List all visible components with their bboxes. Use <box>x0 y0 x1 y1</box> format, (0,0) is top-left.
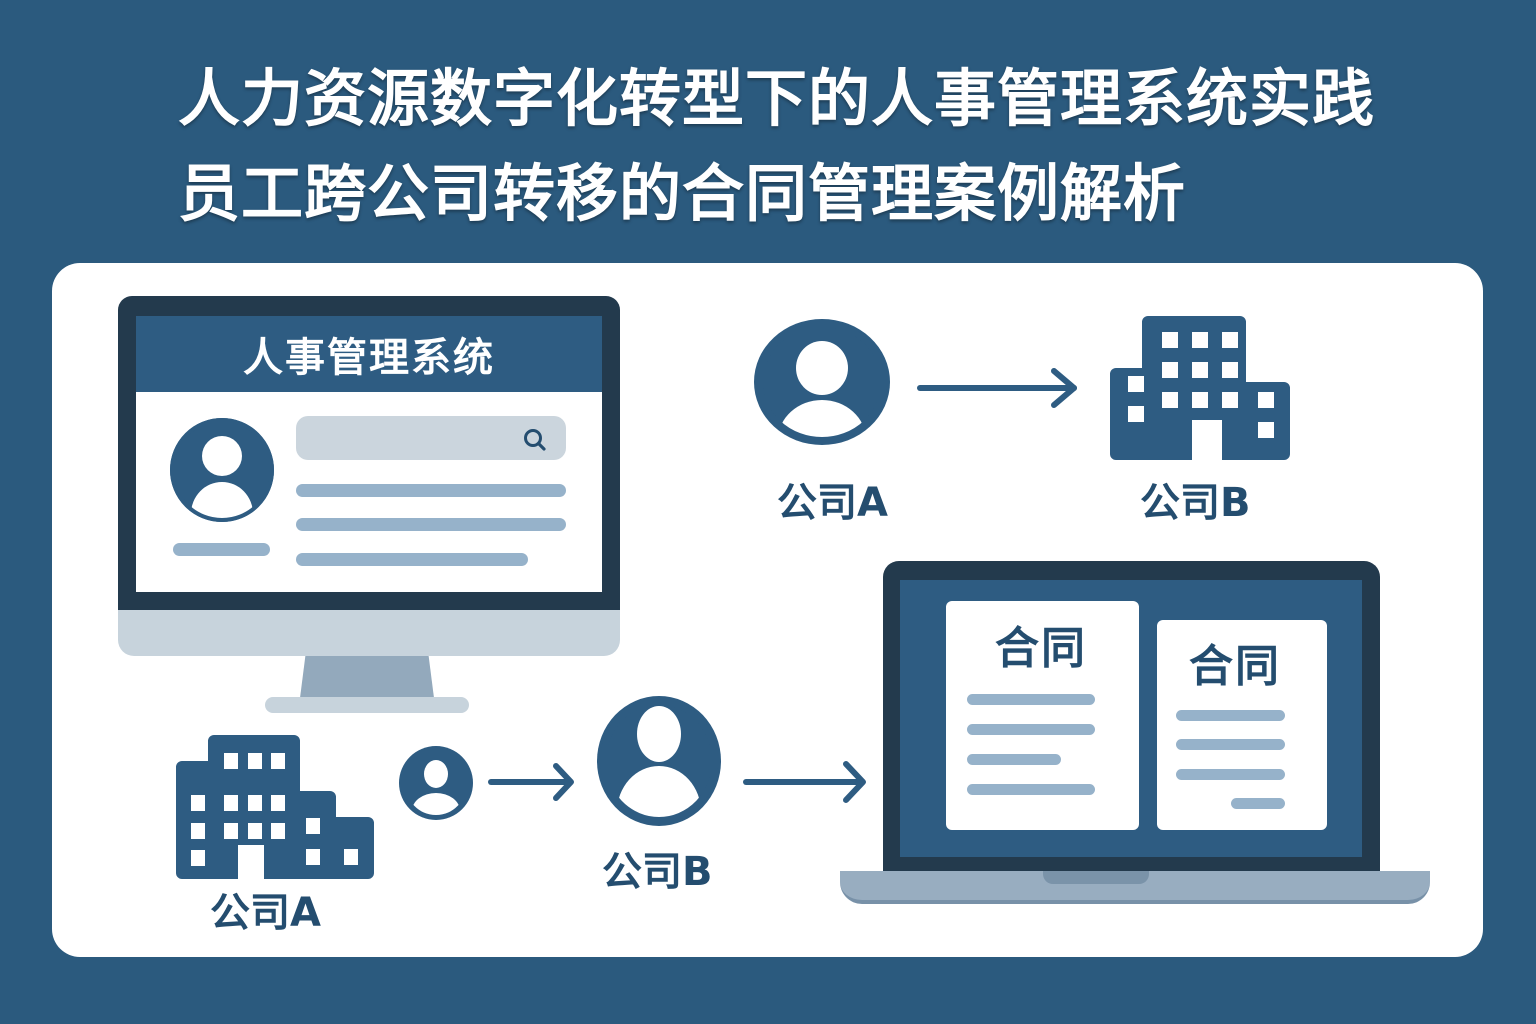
contract-line <box>1176 739 1285 750</box>
laptop-notch <box>1043 871 1149 884</box>
contract-line <box>967 724 1095 735</box>
contract-line <box>1176 710 1285 721</box>
user-avatar-icon <box>399 746 473 820</box>
main-title-line-1: 人力资源数字化转型下的人事管理系统实践 <box>178 62 1376 135</box>
monitor-chin <box>118 610 620 656</box>
arrow-right-icon <box>488 763 574 801</box>
building-icon <box>1110 316 1290 460</box>
company-b-label-top: 公司B <box>1140 480 1251 526</box>
contract-line <box>967 784 1095 795</box>
company-a-label-top: 公司A <box>777 480 888 526</box>
contract-title-1: 合同 <box>995 623 1087 674</box>
monitor-stand-base <box>265 697 469 713</box>
info-bar-2 <box>296 518 566 531</box>
contract-title-2: 合同 <box>1189 641 1281 692</box>
search-icon[interactable] <box>522 427 548 453</box>
hr-system-title: 人事管理系统 <box>243 335 495 381</box>
info-bar-3 <box>296 553 528 566</box>
company-b-label-bottom: 公司B <box>602 849 713 895</box>
hr-system-header: 人事管理系统 <box>136 316 602 392</box>
company-a-label-bottom: 公司A <box>210 890 321 936</box>
contract-line <box>967 754 1061 765</box>
contract-line <box>1176 769 1285 780</box>
contract-document-1[interactable]: 合同 <box>946 601 1139 830</box>
hr-system-screen: 人事管理系统 <box>136 316 602 592</box>
contract-document-2[interactable]: 合同 <box>1157 620 1327 830</box>
user-avatar-icon <box>597 696 721 826</box>
user-avatar-icon <box>170 418 274 522</box>
search-input[interactable] <box>296 416 566 460</box>
arrow-right-icon <box>917 368 1077 408</box>
info-bar-1 <box>296 484 566 497</box>
arrow-right-icon <box>743 761 866 803</box>
contract-line <box>1231 798 1285 809</box>
monitor-stand-neck <box>300 656 434 698</box>
building-icon <box>176 735 374 879</box>
main-title-line-2: 员工跨公司转移的合同管理案例解析 <box>178 157 1187 230</box>
user-avatar-icon <box>754 319 890 445</box>
contract-line <box>967 694 1095 705</box>
name-placeholder-bar <box>173 543 270 556</box>
laptop-screen: 合同 合同 <box>900 580 1362 857</box>
